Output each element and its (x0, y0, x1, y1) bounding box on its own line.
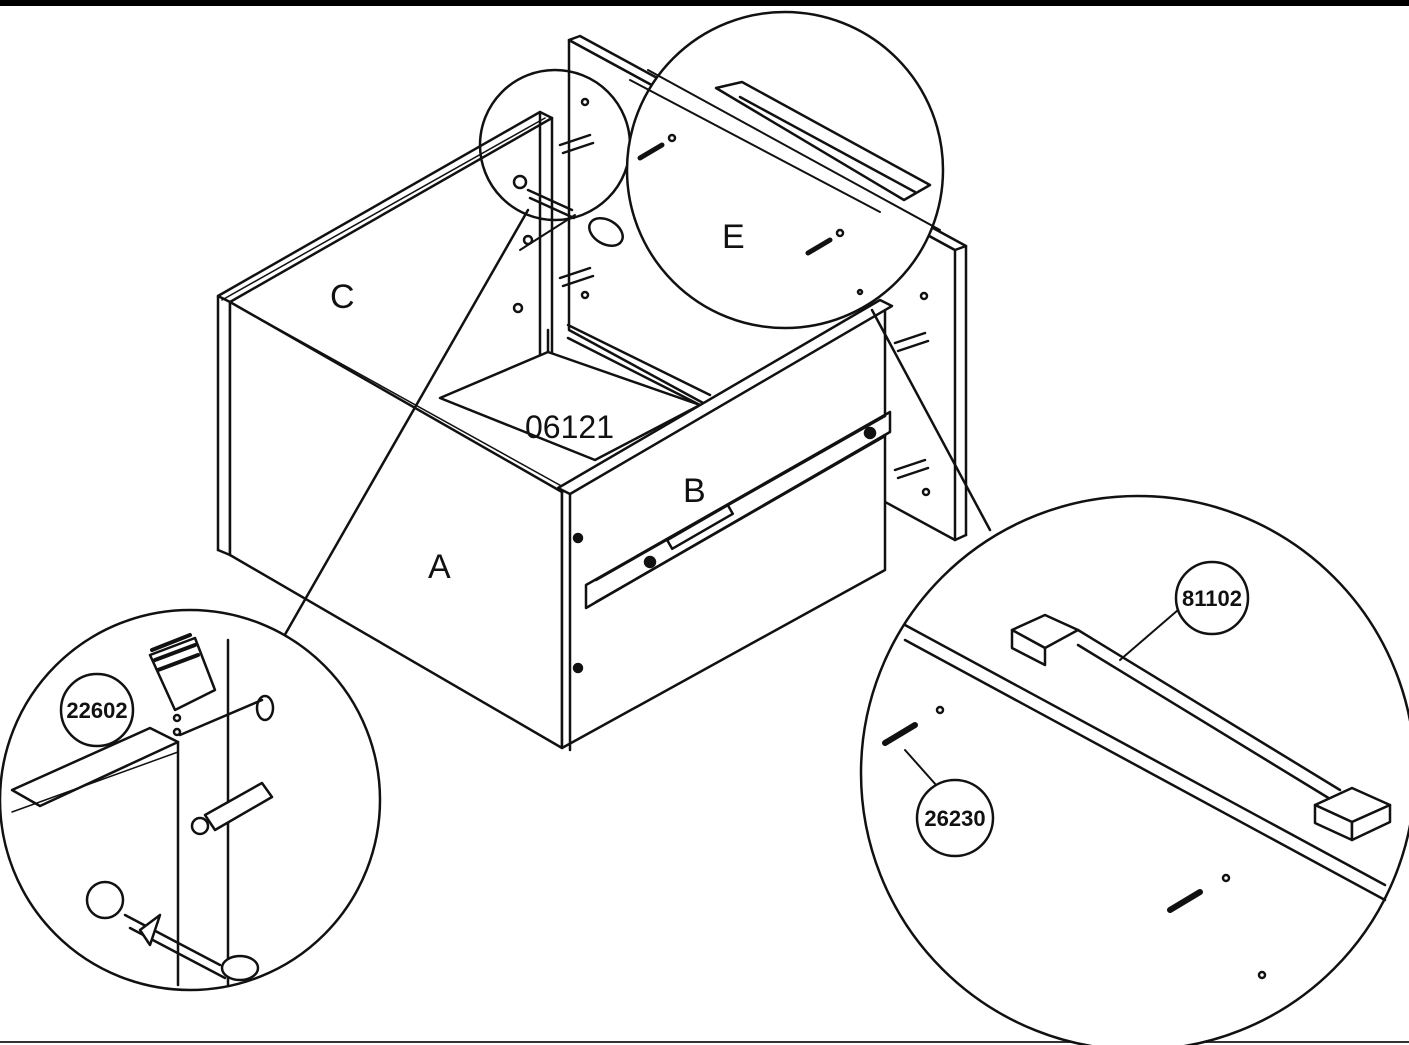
label-panel-b: B (683, 472, 706, 510)
top-border-bar (0, 0, 1409, 6)
svg-text:22602: 22602 (66, 698, 127, 723)
dowel-icon (190, 781, 274, 836)
label-panel-a: A (428, 548, 451, 586)
handle-bar-icon (1010, 613, 1392, 842)
callout-screw: 26230 (915, 778, 995, 858)
callout-glue: 22602 (59, 672, 135, 748)
detail-circle-handle-mount (859, 494, 1409, 1045)
screwdriver-icon (85, 880, 260, 982)
label-panel-c: C (330, 278, 355, 316)
label-panel-e: E (722, 218, 745, 256)
label-part-bottom: 06121 (525, 409, 614, 445)
glue-bottle-icon (148, 633, 217, 737)
side-panel-b (556, 298, 894, 752)
screw-icon (637, 142, 665, 161)
screw-icon (882, 722, 918, 746)
svg-text:81102: 81102 (1182, 586, 1242, 611)
detail-circle-handle-panel (625, 10, 945, 330)
leader-lines (273, 208, 992, 654)
screw-icon (1167, 889, 1203, 913)
svg-text:26230: 26230 (924, 806, 985, 831)
detail-circle-glue-dowel (0, 608, 382, 992)
callout-handle: 81102 (1119, 560, 1250, 661)
screw-icon (805, 237, 833, 256)
side-panel-c (216, 110, 554, 557)
